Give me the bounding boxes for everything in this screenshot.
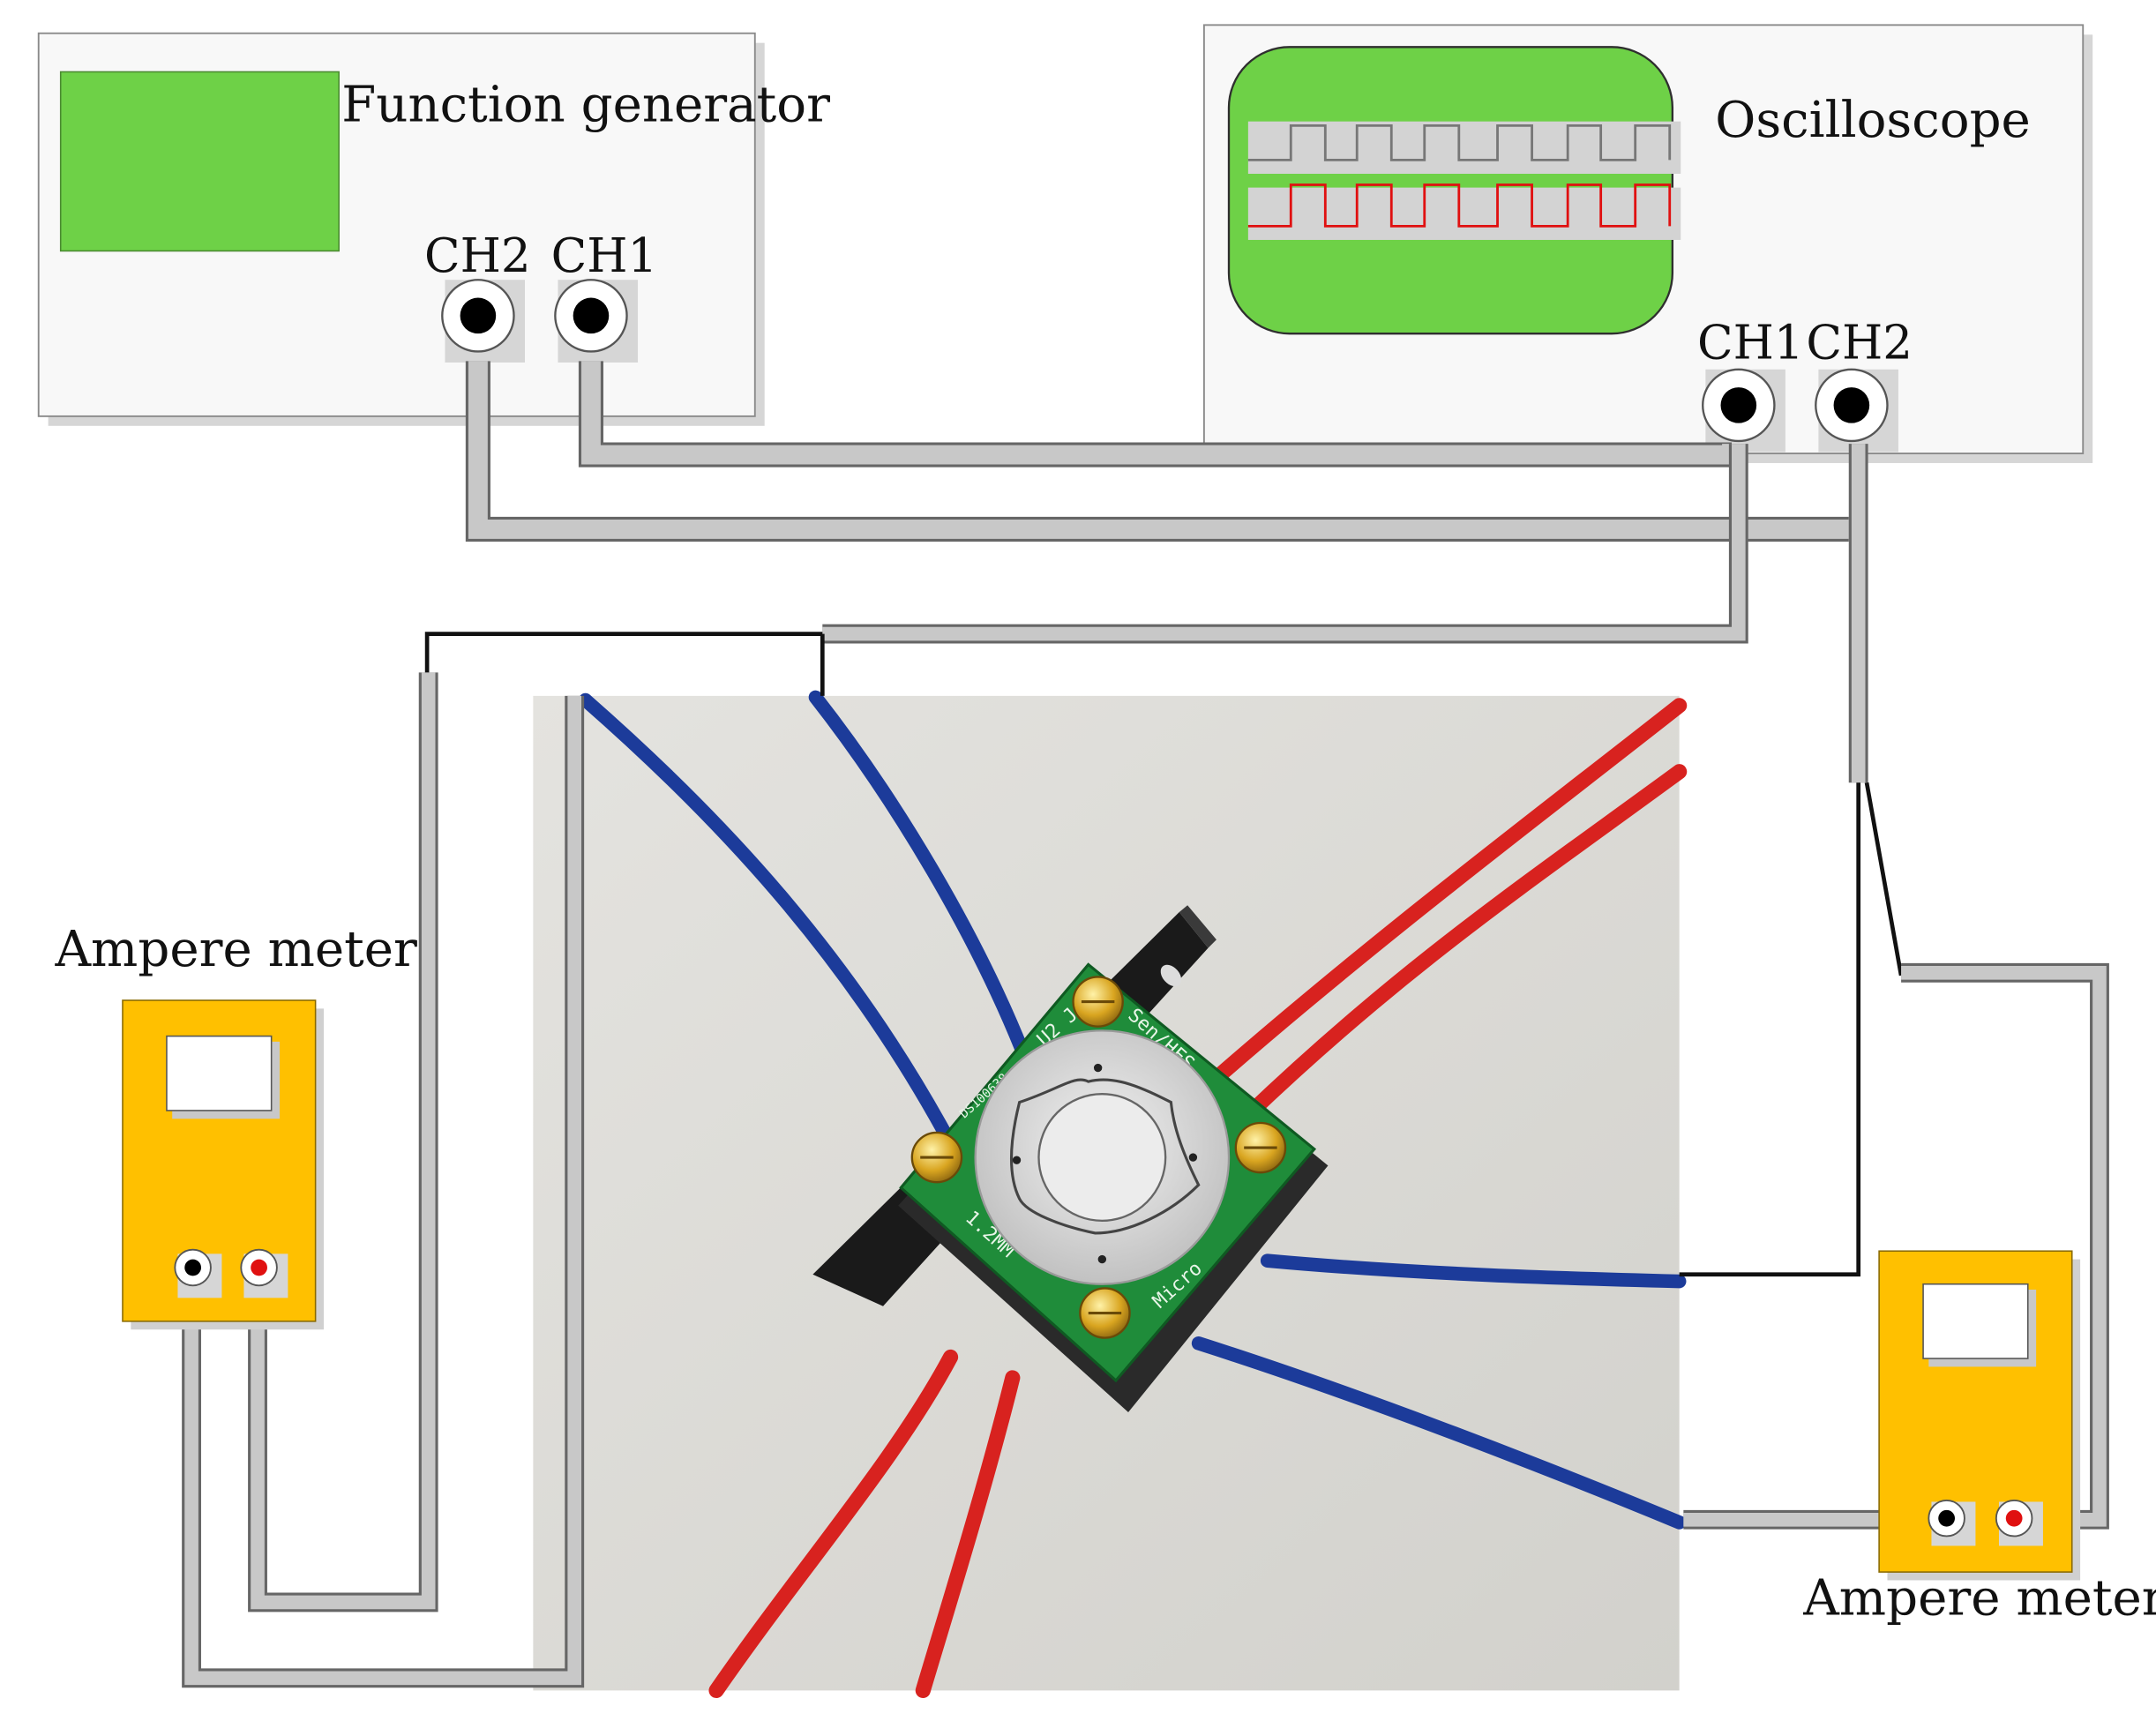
- screw-icon: [1234, 1121, 1287, 1174]
- oscilloscope-trace-gray: [1247, 123, 1672, 161]
- function-generator-ch1-label: CH1: [551, 228, 658, 283]
- meter-terminal-red-icon[interactable]: [1995, 1499, 2043, 1546]
- mount-hole: [1160, 964, 1182, 987]
- terminal-pin: [184, 1259, 202, 1276]
- connector-pin: [460, 297, 497, 334]
- bnc-connector-icon[interactable]: [441, 279, 525, 363]
- oscilloscope: Oscilloscope CH1 CH2: [1202, 24, 2093, 463]
- oscilloscope-title: Oscilloscope: [1715, 92, 2031, 149]
- black-wire: [1679, 782, 1861, 1277]
- terminal-pin: [1938, 1509, 1955, 1527]
- function-generator-screen: [59, 71, 340, 252]
- diaphragm-center: [1037, 1093, 1167, 1223]
- ampere-meter-display: [166, 1035, 273, 1111]
- ampere-meter-left-title: Ampere meter: [54, 921, 417, 978]
- bnc-connector-icon[interactable]: [554, 279, 639, 363]
- red-wire: [1204, 698, 1688, 1089]
- sensor-photo: DS100638 U2 J Sen/HFS 1.2MM Micro: [533, 690, 1688, 1698]
- diaphragm-dot: [1093, 1063, 1103, 1073]
- red-wire: [708, 1349, 959, 1698]
- oscilloscope-ch2-label: CH2: [1806, 315, 1913, 370]
- connector-pin: [1833, 387, 1870, 423]
- cable-osc-ch1-down: [822, 444, 1748, 644]
- blue-wire: [1260, 1253, 1687, 1289]
- ampere-meter-left: Ampere meter: [54, 921, 417, 1330]
- screw-icon: [1072, 976, 1124, 1028]
- diaphragm-dot: [1097, 1254, 1107, 1264]
- black-wire: [424, 632, 823, 676]
- bnc-connector-icon[interactable]: [1702, 368, 1785, 453]
- red-wire: [915, 1370, 1021, 1698]
- diaphragm-dot: [1188, 1153, 1198, 1162]
- ampere-meter-display: [1922, 1283, 2029, 1359]
- connector-pin: [1720, 387, 1757, 423]
- black-wire: [1864, 782, 1904, 976]
- terminal-pin: [2005, 1509, 2023, 1527]
- function-generator: Function generator CH2 CH1: [37, 32, 830, 426]
- bnc-connector-icon[interactable]: [1815, 368, 1898, 453]
- connector-pin: [573, 297, 610, 334]
- oscilloscope-trace-band-1: [1247, 121, 1681, 175]
- cable-fg-ch2: [465, 361, 1849, 542]
- ampere-meter-right-title: Ampere meter: [1802, 1570, 2156, 1627]
- meter-terminal-black-icon[interactable]: [174, 1248, 222, 1298]
- cables: [182, 361, 2109, 1688]
- blue-wire: [808, 690, 1034, 1068]
- red-wire: [1239, 764, 1688, 1124]
- meter-terminal-black-icon[interactable]: [1928, 1499, 1976, 1546]
- oscilloscope-trace-band-2: [1247, 187, 1681, 240]
- oscilloscope-ch1-label: CH1: [1697, 315, 1804, 370]
- blue-wire: [1191, 1336, 1687, 1530]
- function-generator-ch2-label: CH2: [424, 228, 531, 283]
- screw-icon: [910, 1131, 963, 1184]
- oscilloscope-trace-red: [1247, 183, 1672, 228]
- red-wires: [708, 698, 1688, 1698]
- mount-bar-edge: [1179, 905, 1216, 948]
- cable-left-ammeter-2: [182, 695, 585, 1688]
- sensor-diaphragm: [974, 1029, 1231, 1285]
- meter-terminal-red-icon[interactable]: [240, 1248, 288, 1298]
- terminal-pin: [251, 1259, 267, 1276]
- function-generator-title: Function generator: [341, 77, 830, 134]
- diaphragm-electrode: [1010, 1078, 1201, 1235]
- blue-wires: [578, 690, 1687, 1530]
- cable-left-ammeter-1: [248, 672, 438, 1613]
- ampere-meter-right: Ampere meter: [1802, 1250, 2156, 1627]
- blue-wire: [578, 692, 958, 1151]
- diaphragm-dot: [1012, 1156, 1022, 1164]
- screw-icon: [1079, 1287, 1131, 1339]
